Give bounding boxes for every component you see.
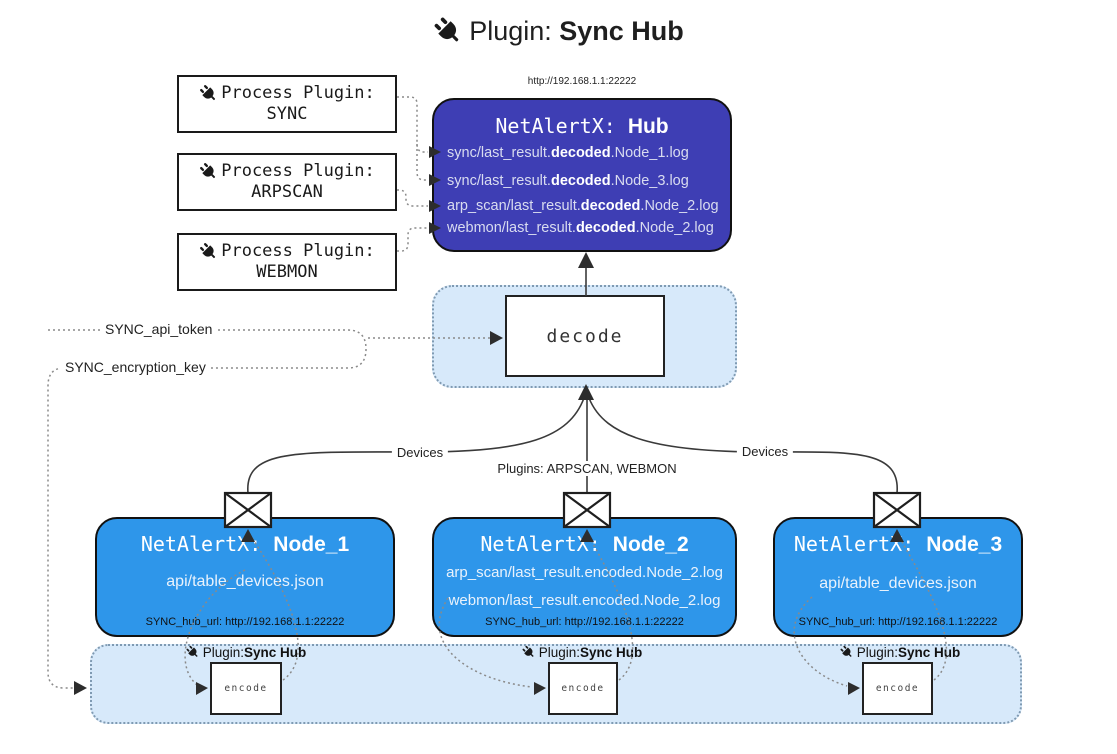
plug-icon [199,242,218,261]
plug-icon [186,645,200,659]
node-footer: SYNC_hub_url: http://192.168.1.1:22222 [145,616,345,628]
encode-box: encode [210,662,282,715]
devices-label-right: Devices [736,444,794,459]
node-footer: SYNC_hub_url: http://192.168.1.1:22222 [798,616,998,628]
hub-log-line: sync/last_result.decoded.Node_1.log [447,145,689,161]
node-box-node-1: NetAlertX: Node_1 api/table_devices.json… [95,517,395,637]
hub-title: NetAlertX: Hub [495,114,669,138]
plugin-sync-hub-label: Plugin: Sync Hub [522,645,642,660]
process-plugin-label: Process Plugin: [221,241,375,261]
node-footer: SYNC_hub_url: http://192.168.1.1:22222 [485,616,684,628]
plug-icon [199,162,218,181]
page-title: Plugin: Sync Hub [0,16,1117,47]
plugins-label: Plugins: ARPSCAN, WEBMON [492,461,682,476]
sync-api-token-label: SYNC_api_token [100,321,218,337]
plug-icon [840,645,854,659]
process-plugin-label: Process Plugin: [221,161,375,181]
node-title: NetAlertX: Node_2 [480,532,689,556]
hub-box: NetAlertX: Hub sync/last_result.decoded.… [432,98,732,252]
hub-url: http://192.168.1.1:22222 [527,76,637,87]
sync-encryption-key-label: SYNC_encryption_key [60,359,211,375]
plugin-sync-hub-label: Plugin: Sync Hub [186,645,306,660]
encode-box: encode [548,662,618,715]
node-title: NetAlertX: Node_3 [793,532,1003,556]
node-title: NetAlertX: Node_1 [140,532,350,556]
node-line: webmon/last_result.encoded.Node_2.log [448,592,721,609]
node-box-node-3: NetAlertX: Node_3 api/table_devices.json… [773,517,1023,637]
hub-log-line: sync/last_result.decoded.Node_3.log [447,173,689,189]
node-box-node-2: NetAlertX: Node_2 arp_scan/last_result.e… [432,517,737,637]
process-plugin-name: ARPSCAN [251,182,323,202]
node-line: api/table_devices.json [819,575,977,592]
process-plugin-box-arpscan: Process Plugin: ARPSCAN [177,153,397,211]
plugin-sync-hub-label: Plugin: Sync Hub [840,645,960,660]
process-plugin-name: SYNC [266,104,308,124]
process-plugin-name: WEBMON [256,262,318,282]
hub-log-line: webmon/last_result.decoded.Node_2.log [447,220,714,236]
page-title-name: Sync Hub [559,16,684,46]
devices-label-left: Devices [391,445,449,460]
process-plugin-label: Process Plugin: [221,83,375,103]
node-line: arp_scan/last_result.encoded.Node_2.log [446,564,723,581]
plug-icon [199,84,218,103]
encode-box: encode [862,662,933,715]
page-title-prefix: Plugin: [469,16,560,46]
process-plugin-box-webmon: Process Plugin: WEBMON [177,233,397,291]
plug-icon [433,16,463,46]
node-line: api/table_devices.json [166,573,324,590]
process-plugin-box-sync: Process Plugin: SYNC [177,75,397,133]
plug-icon [522,645,536,659]
decode-box: decode [505,295,665,377]
hub-log-line: arp_scan/last_result.decoded.Node_2.log [447,198,719,214]
